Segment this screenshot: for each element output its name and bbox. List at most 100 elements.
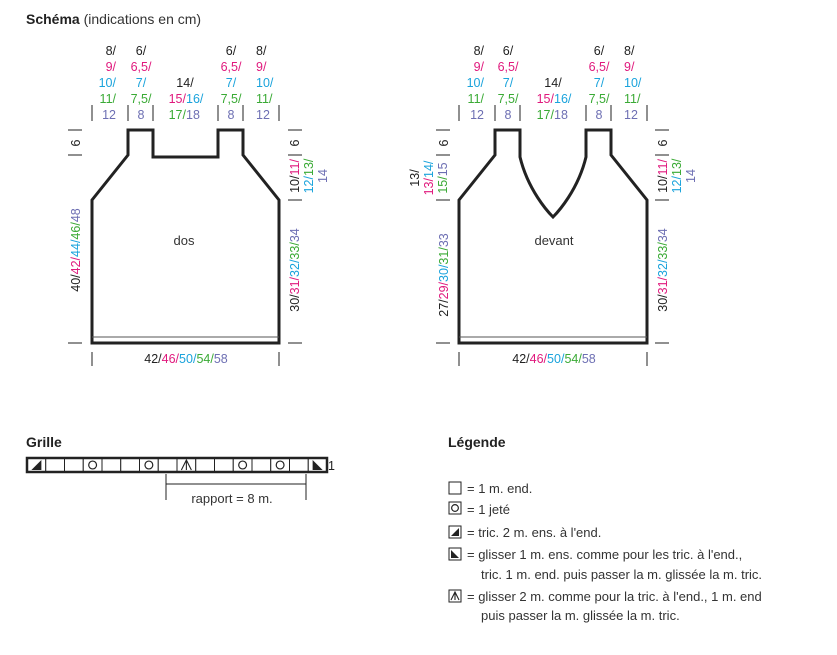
measure: 11/ [256,92,273,106]
measure: 12 [102,108,116,122]
measure: 6,5/ [498,60,519,74]
measure: 9/ [256,60,267,74]
s2kpo-symbol [450,590,460,601]
measure: 9/ [624,60,635,74]
devant-neck-depth: 13/ [408,169,422,187]
measure: 8 [505,108,512,122]
devant-right-ticks [655,129,669,344]
measure: 12 [470,108,484,122]
measure: 7,5/ [221,92,242,106]
measure: 11/ [100,92,117,106]
measure: 14/ [176,76,194,90]
yo-symbol [238,460,248,470]
measure: 12 [624,108,638,122]
dos-neck-width-stack: 14/ 15/ 16/ 17/ 18 [169,76,204,122]
chart-border [25,456,329,474]
grille-title: Grille [26,434,62,450]
measure: 8 [138,108,145,122]
yo-symbol [88,460,98,470]
chart-cell [45,457,65,473]
chart-cell [139,457,159,473]
measure: 17/ [537,108,555,122]
devant-neck-depth-2: 13/14/ [422,160,436,195]
legende-title: Légende [448,434,506,450]
s2kpo-symbol [180,458,192,471]
yo-symbol [451,504,459,512]
devant-strap-left-stack: 8/ 9/ 10/ 11/ 12 [467,44,485,122]
measure: 18 [186,108,200,122]
devant-bottom-ticks [458,352,648,366]
dos-strap-width-right-stack: 6/ 6,5/ 7/ 7,5/ 8 [221,44,242,122]
measure: 17/ [169,108,187,122]
dos-top-ticks [91,105,280,121]
yo-symbol [144,460,154,470]
legend-s2kpo-text-2: puis passer la m. glissée la m. tric. [481,608,680,623]
measure: 8/ [474,44,485,58]
measure: 6,5/ [221,60,242,74]
chart-cell [232,457,253,473]
chart-cell [64,457,84,473]
devant-strap-right-stack: 8/ 9/ 10/ 11/ 12 [624,44,642,122]
measure: 14/ [544,76,562,90]
dos-outline [90,128,281,345]
devant-left-height: 27/29/30/31/33 [437,233,451,317]
measure: 15/ [169,92,187,106]
measure: 10/ [624,76,642,90]
measure: 6,5/ [131,60,152,74]
measure: 8/ [624,44,635,58]
devant-left-ticks [436,129,450,344]
devant-label: devant [534,233,573,248]
measure: 18 [554,108,568,122]
devant-armhole-height-2: 12/13/ [670,158,684,193]
measure: 6/ [594,44,605,58]
yo-symbol [275,460,285,470]
chart-cell [101,457,122,473]
legend-knit-icon [448,481,462,495]
devant-top-ticks [458,105,648,121]
devant-bottom-width: 42/46/50/54/58 [512,352,596,366]
devant-side-height: 30/31/32/33/34 [656,228,670,312]
measure: 12 [256,108,270,122]
chart-cell [157,457,178,473]
measure: 6/ [226,44,237,58]
devant-neck-depth-3: 15/15 [436,162,450,193]
devant-strap-width-right-stack: 6/ 6,5/ 7/ 7,5/ 8 [589,44,610,122]
dos-side-height: 30/31/32/33/34 [288,228,302,312]
dos-armhole-height-3: 14 [316,169,330,183]
measure: 8 [228,108,235,122]
schema-heading: Schéma (indications en cm) [26,11,201,27]
dos-armhole-height-2: 12/13/ [302,158,316,193]
measure: 6/ [136,44,147,58]
skpo-symbol [312,460,323,470]
schema-subtitle: (indications en cm) [83,11,202,27]
measure: 10/ [99,76,117,90]
measure: 7/ [594,76,605,90]
devant-outline [457,128,649,345]
legend-yo-icon [448,501,462,515]
legend-symbols [448,481,462,603]
repeat-label: rapport = 8 m. [191,491,272,506]
dos-left-ticks [68,129,82,344]
dos-bottom-ticks [91,352,280,366]
chart-cell [214,457,234,473]
measure: 7/ [226,76,237,90]
k2tog-symbol [31,460,42,470]
devant-strap-width-left-stack: 6/ 6,5/ 7/ 7,5/ 8 [498,44,519,122]
measure: 11/ [468,92,485,106]
schema-title: Schéma [26,11,80,27]
measure: 7/ [136,76,147,90]
dos-label: dos [174,233,195,248]
devant-neck-width-stack: 14/ 15/ 16/ 17/ 18 [537,76,572,122]
measure: 8 [596,108,603,122]
dos-strap-height: 6 [69,139,83,146]
dos-bottom-width: 42/46/50/54/58 [144,352,228,366]
measure: 7,5/ [498,92,519,106]
measure: 10/ [467,76,485,90]
devant-right-strap-height: 6 [656,139,670,146]
measure: 7,5/ [589,92,610,106]
dos-strap-right-stack: 8/ 9/ 10/ 11/ 12 [256,44,274,122]
measure: 15/ [537,92,555,106]
measure: 6,5/ [589,60,610,74]
dos-armhole-height: 10/11/ [288,159,302,193]
